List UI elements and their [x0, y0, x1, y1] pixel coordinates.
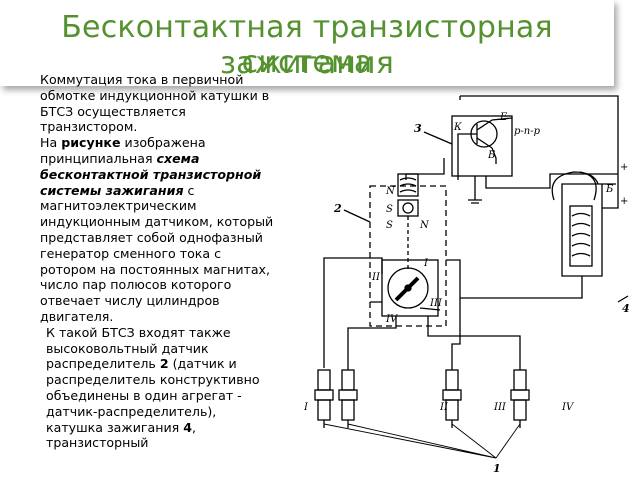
wire-plug-II — [347, 316, 397, 370]
rotor-hub — [404, 284, 412, 292]
transistor-box — [451, 115, 513, 177]
paragraph-1: Коммутация тока в первичной обмотке инду… — [40, 72, 270, 135]
ignition-scheme-diagram: 3 К Е Б р-п-р N S S N 2 I II III IV + + … — [303, 95, 630, 475]
label-N-right: N — [419, 220, 430, 231]
sensor-winding — [399, 177, 417, 193]
wire-top — [459, 95, 619, 174]
leader-3 — [423, 131, 453, 145]
wire-plug-I — [323, 257, 383, 368]
wire-plug-IV — [427, 316, 521, 370]
p3-num-2: 2 — [159, 356, 169, 372]
slide-title-line-2: зажигания — [220, 46, 394, 81]
label-plug-III: III — [493, 402, 507, 413]
slide-title-line-1: Бесконтактная транзисторная система — [61, 10, 553, 80]
title-box: Бесконтактная транзисторная система зажи… — [0, 0, 614, 86]
label-plus-1: + — [620, 162, 628, 173]
sensor-coil — [397, 173, 419, 197]
wire-plug-III — [446, 259, 461, 370]
spark-plug-3 — [442, 369, 462, 428]
body-text: Коммутация тока в первичной обмотке инду… — [18, 72, 276, 451]
label-S-top: S — [386, 204, 393, 215]
p3-text-c: (датчик и распределитель конструктивно о… — [46, 356, 260, 435]
p2-text-a: На — [40, 135, 62, 151]
wire-cap-misc — [370, 301, 441, 311]
wire-base — [457, 133, 470, 180]
wire-sensor — [405, 158, 445, 180]
paragraph-2: На рисунке изображена принципиальная схе… — [18, 135, 276, 325]
p2-scheme-emphasis: схема бесконтактной транзисторной систем… — [40, 150, 262, 198]
p2-text-e: с магнитоэлектрическим индукционным датч… — [40, 182, 274, 324]
p2-figure-word: рисунке — [61, 135, 121, 151]
spark-plug-2 — [338, 369, 358, 428]
transistor-pins — [491, 117, 513, 164]
spark-plug-4 — [510, 369, 530, 428]
label-plug-II: II — [439, 402, 449, 413]
label-3: 3 — [414, 122, 422, 135]
label-rotor-I: I — [423, 258, 429, 269]
leader-2 — [343, 209, 371, 223]
label-E: Е — [499, 112, 508, 123]
transistor-leads — [470, 119, 493, 149]
label-2: 2 — [333, 202, 342, 215]
label-4: 4 — [622, 302, 630, 315]
p3-text-e: , транзисторный — [46, 419, 197, 451]
leader-4 — [617, 295, 629, 303]
label-pnp: р-п-р — [514, 126, 541, 137]
label-B: Б — [487, 150, 496, 161]
leaders-1 — [323, 423, 521, 459]
wire-collector — [485, 173, 618, 189]
rotor-center — [402, 202, 414, 214]
coil-core — [569, 205, 593, 267]
ground-transistor — [468, 176, 482, 204]
ignition-coil-body — [561, 183, 603, 277]
coil-winding — [571, 212, 591, 257]
label-coil-B: Б — [605, 184, 614, 195]
label-rotor-IV: IV — [385, 314, 399, 325]
p3-num-4: 4 — [183, 419, 193, 435]
label-S-left: S — [386, 220, 393, 231]
distributor-housing — [369, 185, 447, 327]
label-rotor-III: III — [429, 298, 443, 309]
label-rotor-II: II — [371, 272, 381, 283]
p3-text-a: К такой БТСЗ входят также высоковольтный… — [46, 324, 231, 372]
spark-plug-1 — [314, 369, 334, 428]
label-K: К — [453, 122, 462, 133]
distributor-cap — [387, 267, 429, 309]
p2-text-c: изображена принципиальная — [40, 135, 206, 166]
label-plus-2: + — [620, 196, 628, 207]
ignition-coil-top — [551, 171, 599, 201]
label-N-top: N — [385, 186, 396, 197]
label-plug-I: I — [303, 402, 309, 413]
paragraph-3: К такой БТСЗ входят также высоковольтный… — [18, 325, 276, 451]
distributor-cap-frame — [381, 259, 439, 317]
coil-leads — [602, 174, 619, 209]
label-1: 1 — [493, 462, 501, 475]
coil-hv-wire — [460, 276, 583, 299]
label-plug-IV: IV — [561, 402, 575, 413]
